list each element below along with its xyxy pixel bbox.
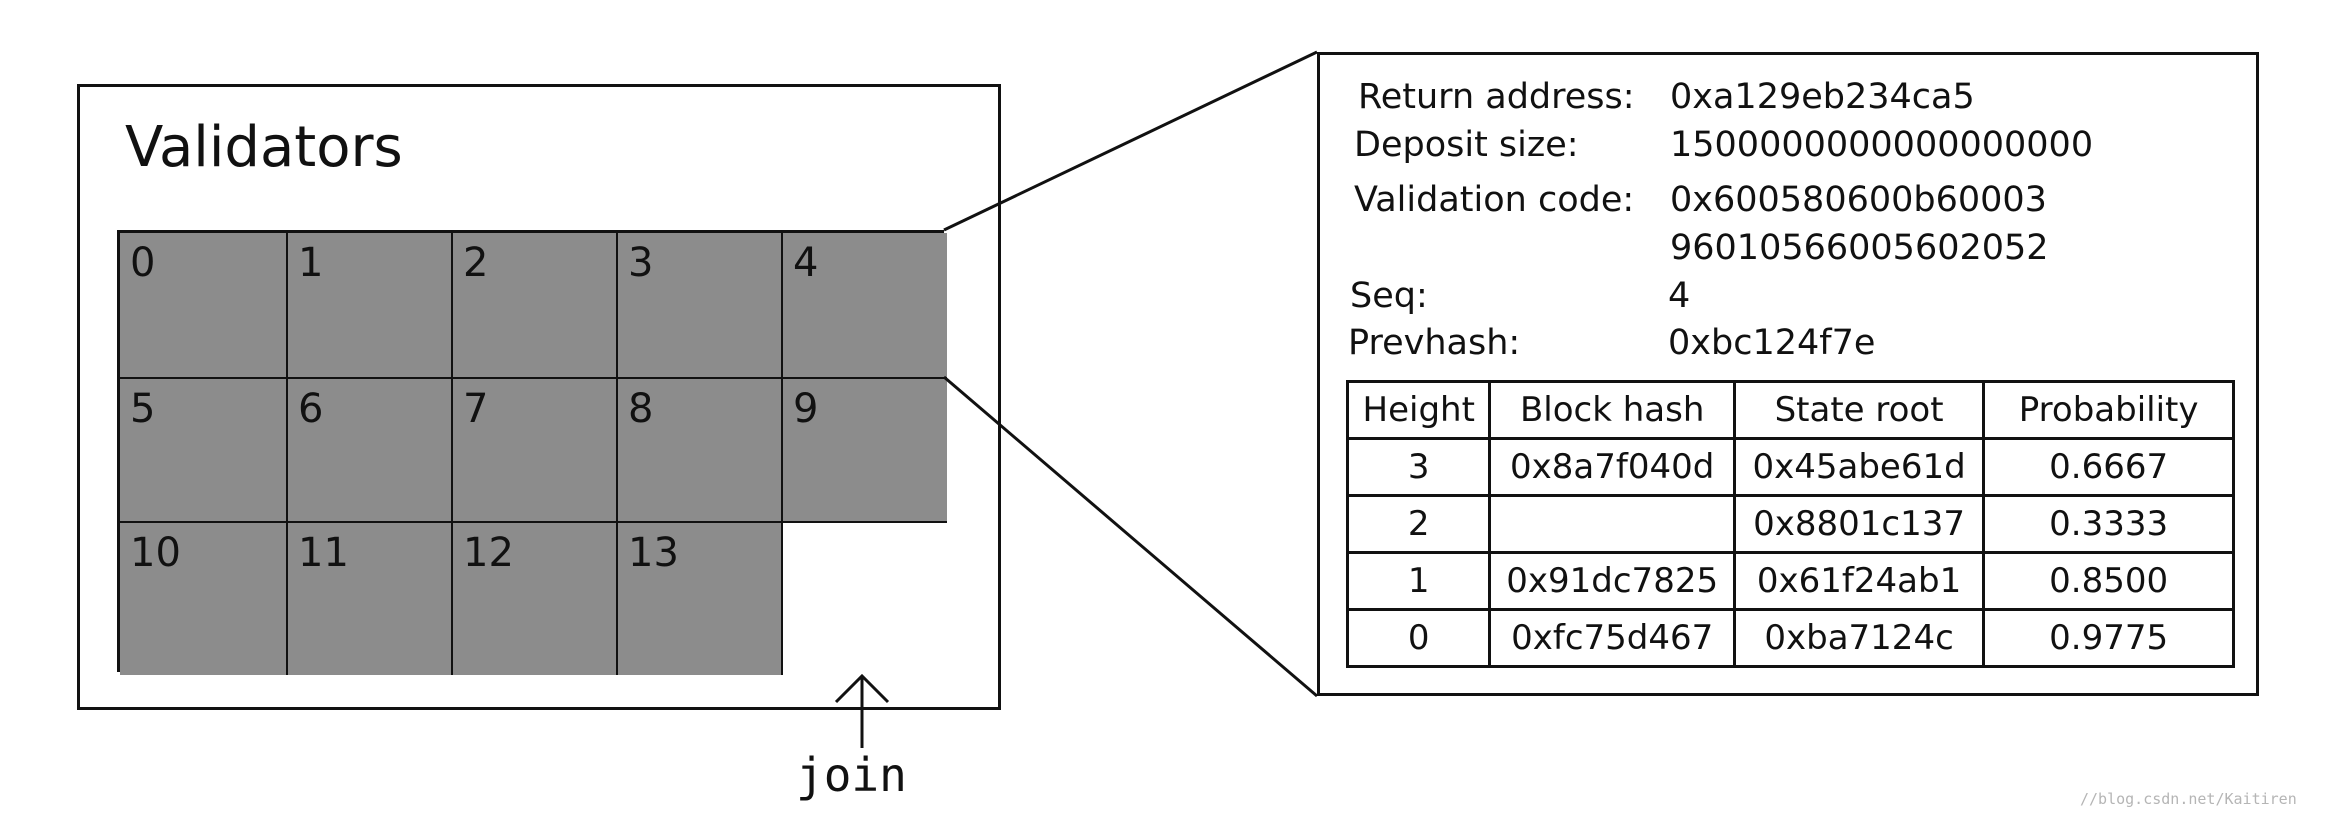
- cell-probability: 0.6667: [1982, 437, 2235, 497]
- validator-slot: 2: [453, 233, 618, 379]
- header-block-hash: Block hash: [1488, 380, 1736, 440]
- validator-slot: 13: [618, 523, 783, 675]
- validation-code-line1: 0x600580600b60003: [1670, 180, 2047, 220]
- validators-title: Validators: [125, 115, 403, 180]
- validator-slot: 10: [120, 523, 288, 675]
- cell-state-root: 0x45abe61d: [1732, 437, 1986, 497]
- join-arrow-head: [834, 673, 890, 704]
- return-address-label: Return address:: [1358, 77, 1635, 117]
- validator-slot: 0: [120, 233, 288, 379]
- table-row: 1 0x91dc7825 0x61f24ab1 0.8500: [1345, 551, 2235, 611]
- validator-slot: 1: [288, 233, 453, 379]
- cell-state-root: 0xba7124c: [1732, 608, 1986, 668]
- cell-height: 3: [1345, 437, 1492, 497]
- validator-slot: 5: [120, 379, 288, 523]
- validator-slot: 7: [453, 379, 618, 523]
- validator-slot: 11: [288, 523, 453, 675]
- seq-value: 4: [1668, 276, 1691, 316]
- deposit-size-value: 1500000000000000000: [1670, 125, 2094, 165]
- validator-slot: 12: [453, 523, 618, 675]
- empty-validator-slot: [783, 523, 947, 675]
- validator-slot: 8: [618, 379, 783, 523]
- cell-height: 1: [1345, 551, 1492, 611]
- cell-state-root: 0x8801c137: [1732, 494, 1986, 554]
- join-label: join: [796, 748, 907, 802]
- header-probability: Probability: [1982, 380, 2235, 440]
- cell-block-hash: 0x91dc7825: [1488, 551, 1736, 611]
- cell-block-hash: 0x8a7f040d: [1488, 437, 1736, 497]
- validator-slot: 3: [618, 233, 783, 379]
- cell-probability: 0.3333: [1982, 494, 2235, 554]
- block-table: Height Block hash State root Probability…: [1345, 380, 2235, 668]
- validator-slot: 4: [783, 233, 947, 379]
- block-table-header-row: Height Block hash State root Probability: [1345, 380, 2235, 440]
- watermark: //blog.csdn.net/Kaitiren: [2080, 790, 2297, 808]
- cell-block-hash: 0xfc75d467: [1488, 608, 1736, 668]
- cell-block-hash: [1488, 494, 1736, 554]
- validation-code-label: Validation code:: [1354, 180, 1635, 220]
- cell-height: 2: [1345, 494, 1492, 554]
- cell-probability: 0.9775: [1982, 608, 2235, 668]
- cell-state-root: 0x61f24ab1: [1732, 551, 1986, 611]
- cell-height: 0: [1345, 608, 1492, 668]
- prevhash-value: 0xbc124f7e: [1668, 323, 1876, 363]
- seq-label: Seq:: [1350, 276, 1428, 316]
- zoom-line-bottom: [943, 375, 1318, 698]
- header-height: Height: [1345, 380, 1492, 440]
- table-row: 3 0x8a7f040d 0x45abe61d 0.6667: [1345, 437, 2235, 497]
- validator-slot: 9: [783, 379, 947, 523]
- validation-code-line2: 96010566005602052: [1670, 228, 2049, 268]
- deposit-size-label: Deposit size:: [1354, 125, 1579, 165]
- table-row: 2 0x8801c137 0.3333: [1345, 494, 2235, 554]
- table-row: 0 0xfc75d467 0xba7124c 0.9775: [1345, 608, 2235, 668]
- prevhash-label: Prevhash:: [1348, 323, 1521, 363]
- zoom-line-top: [943, 50, 1318, 232]
- header-state-root: State root: [1732, 380, 1986, 440]
- validator-slot: 6: [288, 379, 453, 523]
- cell-probability: 0.8500: [1982, 551, 2235, 611]
- return-address-value: 0xa129eb234ca5: [1670, 77, 1975, 117]
